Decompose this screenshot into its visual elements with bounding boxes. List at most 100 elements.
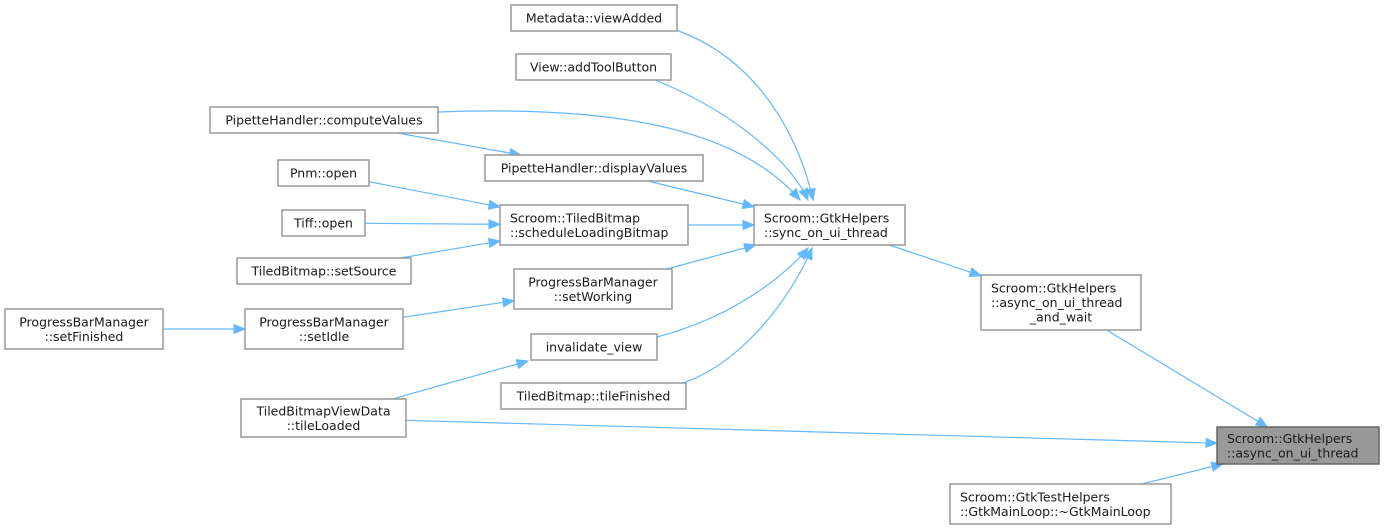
node-box <box>499 204 689 246</box>
node-box <box>484 154 704 182</box>
edge-setsource-to-sched <box>400 237 502 259</box>
node-label: ProgressBarManager <box>528 274 658 289</box>
edge-working-to-sync <box>666 242 757 270</box>
edge-idle-to-working <box>402 297 516 318</box>
edge-invalidate-to-sync <box>656 246 809 338</box>
arrowhead-icon <box>501 297 516 308</box>
node-label: invalidate_view <box>546 340 643 355</box>
arrowhead-icon <box>743 242 757 254</box>
node-label: Scroom::GtkHelpers <box>1227 431 1352 446</box>
arrowhead-icon <box>488 218 502 230</box>
edge-tileloaded-to-invalidate <box>392 359 530 400</box>
arrowhead-icon <box>798 187 809 202</box>
graph-node[interactable]: ProgressBarManager::setIdle <box>244 308 404 350</box>
arrowhead-icon <box>1254 416 1269 428</box>
arrowhead-icon <box>515 359 530 370</box>
node-label: ::tileLoaded <box>287 418 361 433</box>
node-label: Scroom::TiledBitmap <box>510 210 640 225</box>
node-label: ProgressBarManager <box>19 314 149 329</box>
graph-node[interactable]: PipetteHandler::computeValues <box>209 106 439 134</box>
graph-node[interactable]: Metadata::viewAdded <box>510 4 678 32</box>
edge-compute-to-sync <box>437 110 801 202</box>
node-box <box>530 333 658 361</box>
node-label: ::setIdle <box>299 329 350 344</box>
edge-line <box>675 29 814 201</box>
graph-node[interactable]: Scroom::GtkHelpers::sync_on_ui_thread <box>753 204 906 246</box>
graph-node[interactable]: View::addToolButton <box>515 53 672 81</box>
arrowhead-icon <box>1205 437 1219 449</box>
edge-line <box>437 110 801 201</box>
edge-viewadded-to-sync <box>675 29 816 202</box>
edge-addtool-to-sync <box>654 79 809 202</box>
node-box <box>277 159 370 187</box>
graph-node[interactable]: PipetteHandler::displayValues <box>484 154 704 182</box>
graph-node[interactable]: ProgressBarManager::setWorking <box>513 268 673 310</box>
node-box <box>236 257 412 285</box>
edge-line <box>654 79 809 201</box>
graph-node[interactable]: Scroom::GtkHelpers::async_on_ui_thread_a… <box>980 274 1142 331</box>
node-label: TiledBitmap::tileFinished <box>516 389 671 404</box>
node-box <box>949 483 1172 525</box>
node-label: _and_wait <box>1029 310 1092 325</box>
arrowhead-icon <box>805 187 816 202</box>
node-box <box>510 4 678 32</box>
node-box <box>209 106 439 134</box>
arrowhead-icon <box>968 267 983 278</box>
graph-node[interactable]: TiledBitmap::setSource <box>236 257 412 285</box>
node-label: TiledBitmap::setSource <box>250 264 396 279</box>
edge-line <box>679 247 813 385</box>
node-label: ::async_on_ui_thread <box>1227 445 1358 460</box>
arrowhead-icon <box>487 199 502 210</box>
node-label: Tiff::open <box>293 216 353 231</box>
node-label: ::setFinished <box>45 329 124 344</box>
edge-line <box>364 222 491 225</box>
node-label: TiledBitmapViewData <box>255 403 390 418</box>
node-label: Pnm::open <box>290 166 357 181</box>
focus-node: Scroom::GtkHelpers::async_on_ui_thread <box>1216 426 1380 465</box>
arrowhead-icon <box>742 219 756 231</box>
edge-finished-to-idle <box>163 323 247 335</box>
edge-line <box>392 360 529 400</box>
graph-node[interactable]: invalidate_view <box>530 333 658 361</box>
node-layer: Scroom::GtkHelpers::async_on_ui_threadSc… <box>4 4 1380 525</box>
node-box <box>281 209 366 237</box>
graph-node[interactable]: ProgressBarManager::setFinished <box>4 308 164 350</box>
arrowhead-icon <box>741 198 756 210</box>
node-label: ProgressBarManager <box>259 314 389 329</box>
node-box <box>244 308 404 350</box>
edge-line <box>647 180 745 205</box>
edge-line <box>368 181 491 206</box>
edge-pnm-to-sched <box>368 181 502 210</box>
node-box <box>240 398 407 438</box>
node-label: ::setWorking <box>554 289 633 304</box>
arrowhead-icon <box>802 246 813 261</box>
node-label: ::sync_on_ui_thread <box>764 225 888 240</box>
edge-line <box>405 419 1208 444</box>
edge-line <box>1106 329 1260 423</box>
edge-sched-to-sync <box>688 219 756 231</box>
node-label: PipetteHandler::displayValues <box>501 161 688 176</box>
node-box <box>515 53 672 81</box>
node-label: View::addToolButton <box>530 60 657 75</box>
edge-line <box>397 132 512 154</box>
edge-tilefinished-to-sync <box>679 246 813 385</box>
node-box <box>500 382 687 410</box>
graph-node[interactable]: TiledBitmapViewData::tileLoaded <box>240 398 407 438</box>
node-box <box>4 308 164 350</box>
graph-node[interactable]: Tiff::open <box>281 209 366 237</box>
node-label: Scroom::GtkHelpers <box>991 281 1116 296</box>
graph-node[interactable]: Pnm::open <box>277 159 370 187</box>
graph-node[interactable]: TiledBitmap::tileFinished <box>500 382 687 410</box>
edge-line <box>889 244 972 274</box>
edge-sync-to-wait <box>889 244 983 278</box>
graph-node[interactable]: Scroom::GtkTestHelpers::GtkMainLoop::~Gt… <box>949 483 1172 525</box>
arrowhead-icon <box>788 187 801 202</box>
node-label: PipetteHandler::computeValues <box>225 113 422 128</box>
edge-mainloop-to-async <box>1141 461 1225 485</box>
graph-node[interactable]: Scroom::TiledBitmap::scheduleLoadingBitm… <box>499 204 689 246</box>
node-label: ::async_on_ui_thread <box>991 295 1122 310</box>
edge-tiff-to-sched <box>364 218 502 230</box>
edge-line <box>400 242 491 259</box>
edge-wait-to-async <box>1106 329 1269 428</box>
